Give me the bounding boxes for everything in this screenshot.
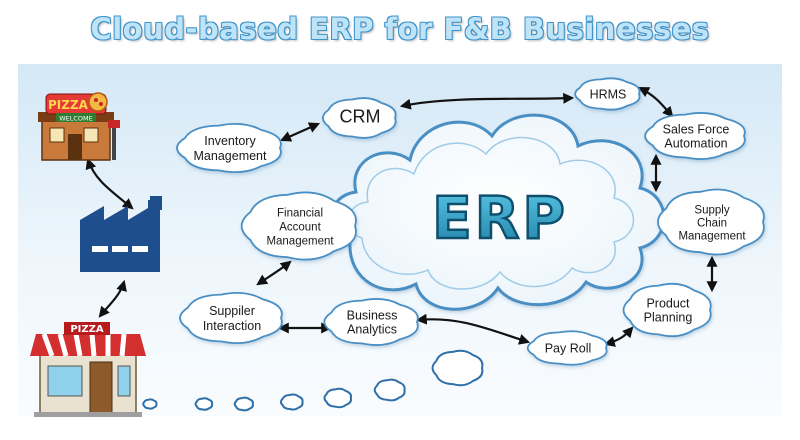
node-cloud-shape [322, 97, 397, 139]
node-label-line: Suppiler [209, 304, 255, 318]
node-cloud-shape [574, 77, 641, 111]
arrow-financial-supplier [256, 260, 292, 286]
arrow-factory-shop [98, 279, 127, 318]
node-label-line: Pay Roll [545, 342, 592, 356]
node-label-line: Management [266, 236, 334, 248]
restaurant-icon: PIZZA WELCOME [38, 92, 120, 161]
node-label-line: Financial [277, 208, 323, 220]
node-label-line: Management [194, 149, 267, 163]
erp-label: ERP [432, 184, 568, 252]
node-label-line: Sales Force [663, 123, 730, 137]
node-label-line: Business [347, 309, 398, 323]
arrow-hrms-salesforce [638, 86, 674, 118]
small-cloud-icon [233, 396, 254, 412]
small-cloud-icon [194, 397, 214, 411]
node-cloud-shape [240, 191, 357, 261]
node-cloud-shape [644, 112, 746, 160]
arrow-crm-hrms [399, 92, 575, 110]
node-label-line: Inventory [204, 134, 256, 148]
node-label-line: Chain [697, 218, 727, 230]
restaurant-banner: WELCOME [59, 115, 93, 123]
node-label-line: Planning [644, 311, 693, 325]
node-label-line: Product [646, 297, 690, 311]
small-cloud-icon [279, 393, 304, 411]
node-label-line: Automation [664, 137, 727, 151]
erp-center-cloud [329, 113, 666, 311]
node-cloud-shape [323, 298, 419, 346]
node-crm: CRM [322, 97, 397, 139]
node-label-line: Supply [694, 205, 729, 217]
node-label-line: Account [279, 222, 321, 234]
node-hrms: HRMS [574, 77, 641, 111]
small-cloud-icon [431, 349, 484, 387]
page-title: Cloud-based ERP for F&B Businesses [90, 12, 710, 46]
node-cloud-shape [179, 291, 283, 345]
node-label-line: Management [678, 231, 746, 243]
small-cloud-icon [373, 378, 406, 402]
node-label-line: Analytics [347, 323, 397, 337]
node-cloud-shape [176, 122, 282, 174]
arrow-product-payroll [603, 326, 634, 347]
restaurant-sign: PIZZA [48, 98, 89, 112]
node-cloud-shape [657, 188, 765, 256]
arrow-restaurant-factory [85, 157, 134, 210]
factory-icon [80, 196, 162, 272]
decorative-small-clouds [142, 349, 484, 412]
node-label-line: CRM [340, 107, 381, 127]
small-cloud-icon [142, 398, 158, 410]
node-pay-roll: Pay Roll [526, 330, 608, 366]
node-cloud-shape [622, 282, 712, 338]
small-cloud-icon [323, 387, 353, 409]
node-cloud-shape [526, 330, 608, 366]
arrow-inventory-crm [279, 122, 321, 142]
pizza-shop-sign: PIZZA [70, 324, 104, 335]
node-label-line: Interaction [203, 319, 261, 333]
pizza-shop-icon: PIZZA [30, 322, 146, 417]
connector-arrows [85, 86, 718, 347]
node-label-line: HRMS [590, 88, 627, 102]
arrow-analytics-payroll [415, 313, 531, 345]
